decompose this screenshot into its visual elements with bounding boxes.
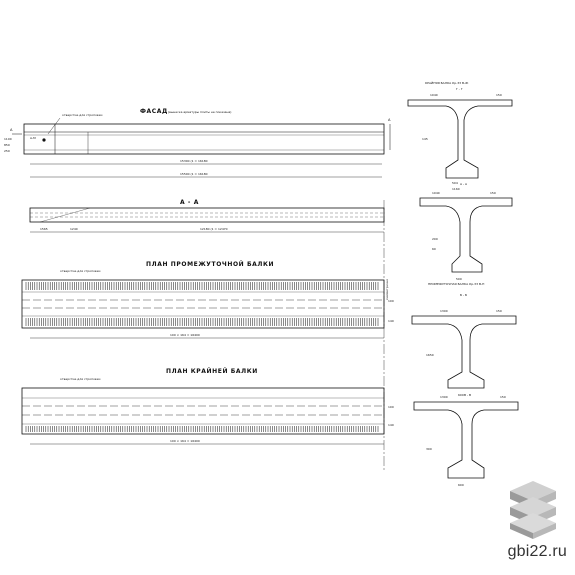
plan-edge-dim: 100 × 164 = 16400 — [170, 439, 200, 443]
section-vv-outline — [413, 401, 519, 479]
section-gg-dim-5: 145 — [422, 137, 428, 141]
section-gg-dim-3: 504 — [452, 181, 458, 185]
facade-section-mark-right: А — [388, 118, 391, 122]
section-gg-dim-4: 1160 — [452, 187, 460, 191]
section-vv-dim-3: 300 — [426, 447, 432, 451]
section-aa-small-dim-4: 200 — [432, 237, 438, 241]
facade-subtitle: (вынеска арматуры плиты не показана) — [168, 110, 231, 114]
facade-beam-outline — [23, 123, 385, 155]
facade-section-mark-b: А-М — [30, 136, 36, 140]
plan-middle-rebar-top — [25, 282, 379, 290]
section-vv-dim-2: 150 — [500, 395, 506, 399]
section-vv-mark: В - В — [464, 393, 471, 397]
section-aa-small-dim-1: 1040 — [432, 191, 440, 195]
section-bb-mark: Б - Б — [460, 293, 467, 297]
section-gg-mark: Г - Г — [456, 87, 463, 91]
section-aa-small-dim-2: 150 — [490, 191, 496, 195]
section-gg-outline — [407, 99, 513, 179]
section-vv-dim-4: 600 — [458, 483, 464, 487]
lifting-hole-marker — [42, 138, 46, 142]
section-aa-dim-2: 1240 — [70, 227, 78, 231]
section-aa-small-dim-3: 500 — [456, 277, 462, 281]
plan-middle-hole-note: отверстие для строповки — [60, 269, 101, 273]
facade-dim-text-2: 15500 (1 = 16180 — [180, 172, 208, 176]
symmetry-note: симметрично — [385, 279, 389, 300]
plan-edge-rebar-bottom — [25, 426, 379, 432]
plan-edge-beam-view: ПЛАН КРАЙНЕЙ БАЛКИ отверстие для стропов… — [21, 367, 394, 445]
section-vv-dim-1: 1300 — [440, 395, 448, 399]
section-aa-small-view: А - А 1040 150 500 200 60 — [419, 182, 513, 281]
facade-section-mark-left: А — [10, 128, 13, 132]
section-bb-dim-1: 1300 — [440, 309, 448, 313]
facade-left-dim-2: 850 — [4, 143, 10, 147]
plan-middle-rebar-bottom — [25, 318, 379, 326]
section-bb-outline — [411, 315, 517, 389]
section-aa-outline — [29, 207, 385, 223]
plan-middle-title: ПЛАН ПРОМЕЖУТОЧНОЙ БАЛКИ — [146, 260, 274, 268]
section-aa-dim-3: 12180 (1 = 12470 — [200, 227, 228, 231]
section-aa-small-mark: А - А — [460, 182, 468, 186]
facade-hole-note: отверстие для строповки — [62, 113, 103, 117]
facade-dim-text-1: 15300 (1 = 16180 — [180, 159, 208, 163]
section-bb-dim-3: 600 — [458, 393, 464, 397]
plan-middle-outline — [21, 279, 385, 329]
section-bb-title: ПРОМЕЖУТОЧНАЯ БАЛКА Кр-33 В-П — [428, 282, 484, 286]
section-aa-long-view: А - А 1565 1240 12180 (1 = 12470 симметр… — [29, 199, 389, 470]
section-bb-view: ПРОМЕЖУТОЧНАЯ БАЛКА Кр-33 В-П Б - Б 1300… — [411, 282, 517, 397]
plan-edge-outline — [21, 387, 385, 435]
section-bb-dim-4: 1650 — [426, 353, 434, 357]
facade-title: ФАСАД — [140, 108, 168, 115]
section-gg-view: КРАЙНЯЯ БАЛКА Кр-33 В-Ж Г - Г 1040 150 5… — [407, 80, 513, 191]
facade-view: ФАСАД (вынеска арматуры плиты не показан… — [4, 108, 391, 178]
plan-edge-hole-note: отверстие для строповки — [60, 377, 101, 381]
section-aa-title: А - А — [180, 199, 199, 206]
section-aa-small-outline — [419, 197, 513, 273]
plan-middle-beam-view: ПЛАН ПРОМЕЖУТОЧНОЙ БАЛКИ отверстие для с… — [21, 260, 394, 339]
section-aa-dim-1: 1565 — [40, 227, 48, 231]
section-aa-hatch — [39, 207, 91, 223]
section-vv-view: В - В 1300 150 300 600 — [413, 393, 519, 487]
facade-left-dim-3: 250 — [4, 149, 10, 153]
facade-left-dim-1: 1100 — [4, 137, 12, 141]
section-bb-dim-2: 150 — [496, 309, 502, 313]
section-aa-small-dim-5: 60 — [432, 247, 436, 251]
plan-edge-right-2: 140 — [388, 423, 394, 427]
section-gg-dim-2: 150 — [496, 93, 502, 97]
plan-edge-right-1: 100 — [388, 405, 394, 409]
watermark-text: gbi22.ru — [507, 543, 567, 560]
hole-note-leader — [47, 117, 61, 135]
plan-middle-dim: 100 × 164 = 16400 — [170, 333, 200, 337]
plan-middle-right-1: 100 — [388, 299, 394, 303]
plan-middle-right-2: 140 — [388, 319, 394, 323]
section-gg-title: КРАЙНЯЯ БАЛКА Кр-33 В-Ж — [425, 80, 469, 85]
plan-edge-title: ПЛАН КРАЙНЕЙ БАЛКИ — [166, 367, 258, 375]
gbi22-logo-icon — [510, 481, 556, 539]
section-gg-dim-1: 1040 — [430, 93, 438, 97]
